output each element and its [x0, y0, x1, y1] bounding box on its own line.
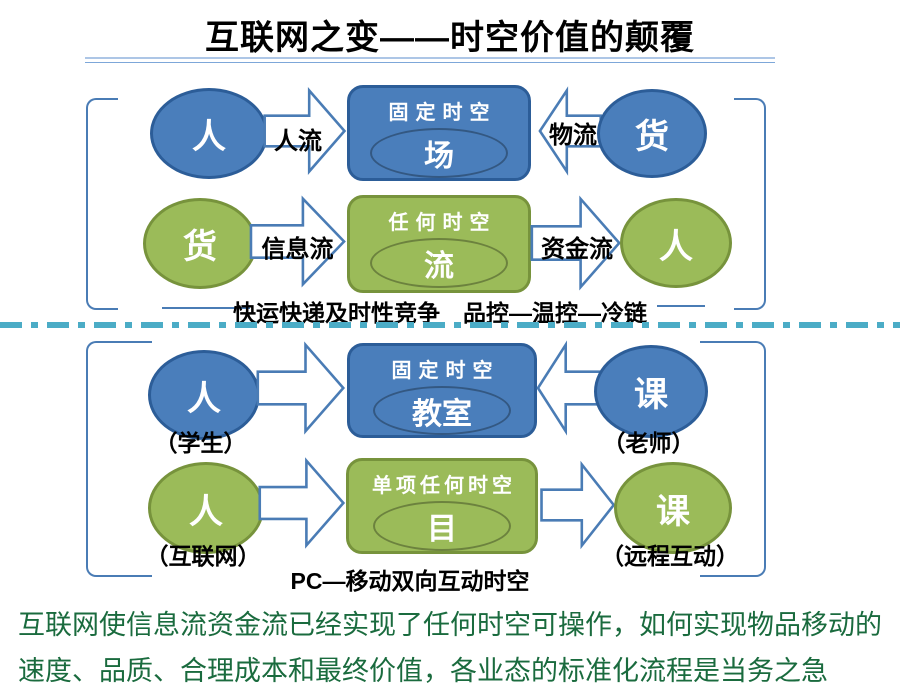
bottom-row1-right-sub-label: （老师）: [602, 430, 695, 456]
arrow-right-icon: [530, 194, 622, 292]
bottom-row1-right-ellipse: 课: [594, 345, 708, 438]
top-row2-right-label: 人: [659, 227, 693, 266]
top-row1-left-ellipse: 人: [150, 88, 268, 179]
top-row2-left-ellipse: 货: [143, 198, 257, 289]
top-row1-box-core: 场: [370, 128, 508, 178]
top-row1-box: 固定时空 场: [347, 85, 531, 181]
dash-dot-divider: [0, 322, 900, 328]
arrow-right-icon: [540, 460, 616, 550]
top-row1-arrow-in-label: 人流: [274, 128, 322, 155]
top-section-right-bracket: [734, 98, 766, 310]
arrow-left-icon: [538, 86, 602, 176]
top-row1-arrow-out-label: 物流: [549, 122, 597, 149]
bottom-row1-right-label: 课: [634, 376, 668, 414]
bottom-row2-left-ellipse: 人: [148, 462, 264, 554]
arrow-right-icon: [263, 86, 347, 176]
bottom-row2-box-core: 目: [373, 501, 511, 551]
arrow-right-icon: [249, 194, 347, 289]
bottom-row1-left-label: 人: [187, 379, 221, 418]
top-section-caption: 快运快递及时性竞争 品控—温控—冷链: [233, 300, 647, 326]
bottom-row1-box: 固定时空 教室: [347, 343, 537, 438]
top-row1-box-header: 固定时空: [388, 102, 497, 124]
top-row2-box-header: 任何时空: [388, 212, 497, 234]
top-row2-left-label: 货: [183, 228, 217, 266]
bottom-row2-left-label: 人: [189, 492, 223, 531]
title-underline: [85, 57, 775, 63]
caption-dash-left: [162, 307, 250, 309]
bottom-section-right-bracket: [700, 341, 766, 577]
bottom-row2-box-header: 单项任何时空: [372, 475, 516, 497]
top-row1-right-label: 货: [635, 118, 669, 156]
bottom-row2-left-sub-label: （互联网）: [145, 543, 261, 569]
bottom-row2-right-label: 课: [656, 492, 690, 531]
top-row2-box: 任何时空 流: [347, 195, 531, 293]
bottom-section-caption: PC—移动双向互动时空: [290, 568, 530, 594]
footer-text-line2: 速度、品质、合理成本和最终价值，各业态的标准化流程是当务之急: [18, 656, 828, 686]
bottom-row1-box-core: 教室: [373, 386, 511, 435]
caption-dash-right: [657, 305, 705, 307]
bottom-row2-box: 单项任何时空 目: [346, 458, 538, 554]
top-row2-box-core: 流: [370, 238, 508, 288]
arrow-right-icon: [258, 456, 346, 550]
bottom-row2-right-sub-label: （远程互动）: [601, 543, 739, 569]
page-title: 互联网之变——时空价值的颠覆: [205, 19, 695, 57]
bottom-row1-left-sub-label: （学生）: [154, 430, 247, 456]
top-row2-arrow-in-label: 信息流: [261, 236, 334, 263]
arrow-left-icon: [536, 340, 602, 436]
bottom-row1-left-ellipse: 人: [148, 350, 260, 440]
top-row1-left-label: 人: [192, 118, 226, 156]
top-row2-right-ellipse: 人: [620, 198, 732, 288]
bottom-row1-box-header: 固定时空: [391, 360, 500, 382]
top-row2-arrow-out-label: 资金流: [541, 236, 613, 263]
arrow-right-icon: [256, 340, 346, 436]
footer-text-line1: 互联网使信息流资金流已经实现了任何时空可操作，如何实现物品移动的: [18, 610, 882, 640]
bottom-section-left-bracket: [86, 341, 152, 577]
bottom-row2-right-ellipse: 课: [614, 462, 732, 554]
top-section-left-bracket: [86, 98, 118, 310]
top-row1-right-ellipse: 货: [597, 89, 707, 178]
